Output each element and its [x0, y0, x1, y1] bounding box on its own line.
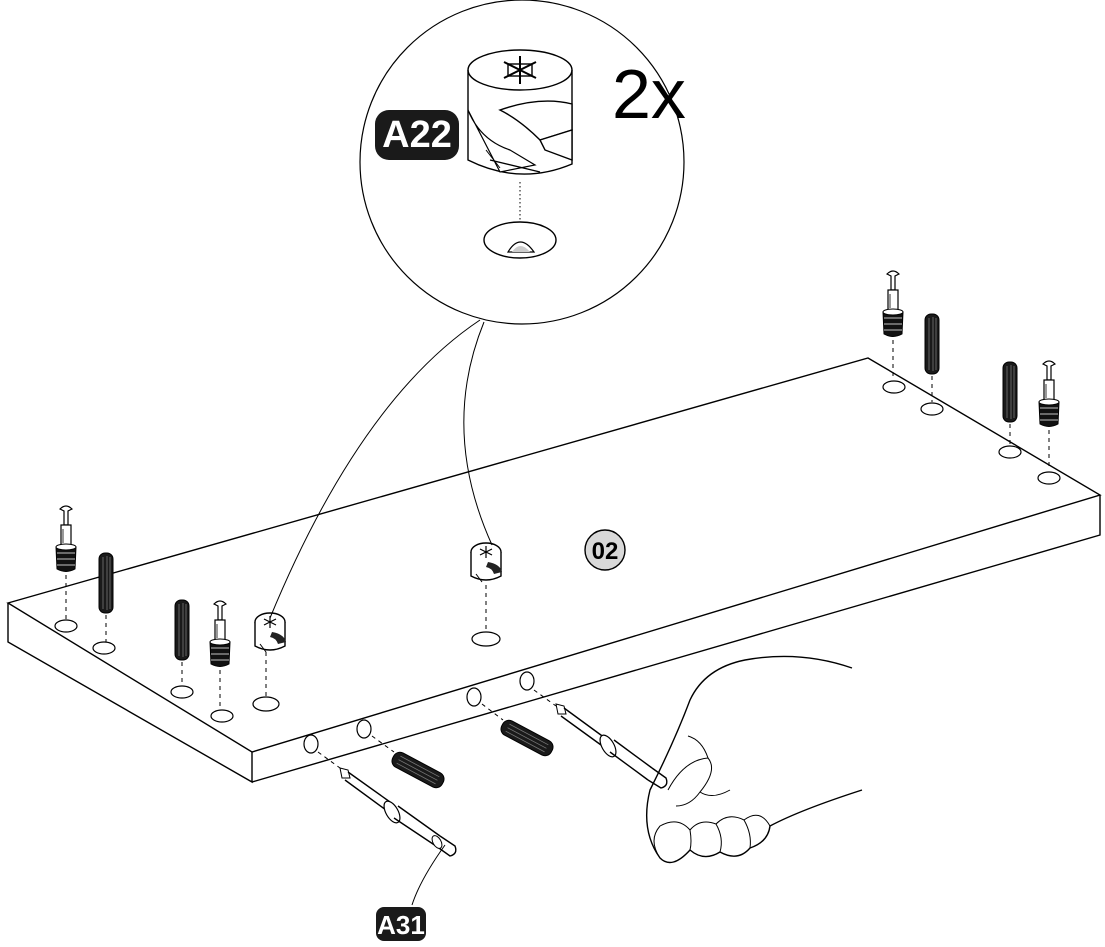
hand-pressing-icon: [645, 655, 863, 864]
cam-pin-icon: [533, 689, 668, 789]
cam-pin-icon: [55, 505, 77, 573]
panel-board: [6, 357, 1102, 784]
wood-dowel-icon: [924, 313, 940, 375]
wood-dowel-icon: [98, 552, 114, 614]
part-label-a31: A31: [376, 844, 446, 941]
part-label-a22: A22: [375, 110, 459, 160]
edge-holes: [303, 671, 535, 754]
middle-hardware-group: [470, 542, 503, 647]
wood-dowel-icon: [1002, 361, 1018, 423]
cam-pin-icon: [209, 600, 231, 668]
cam-pin-icon: [1038, 360, 1060, 428]
leader-lines: [269, 319, 493, 619]
part-label-a31-text: A31: [377, 910, 425, 940]
cam-lock-icon: [470, 542, 503, 583]
cam-pin-icon: [882, 270, 904, 338]
detail-callout: [359, 0, 685, 325]
cam-lock-icon: [254, 612, 287, 653]
right-hardware-group: [882, 270, 1061, 485]
left-hardware-group: [54, 505, 287, 723]
cam-lock-icon: [467, 49, 573, 175]
wood-dowel-icon: [174, 599, 190, 661]
part-label-a22-text: A22: [382, 114, 452, 156]
quantity-label: 2x: [612, 55, 686, 133]
edge-hardware: [317, 689, 668, 857]
step-badge-text: 02: [592, 538, 619, 565]
step-badge: 02: [584, 529, 626, 571]
cam-pin-icon: [317, 751, 457, 857]
